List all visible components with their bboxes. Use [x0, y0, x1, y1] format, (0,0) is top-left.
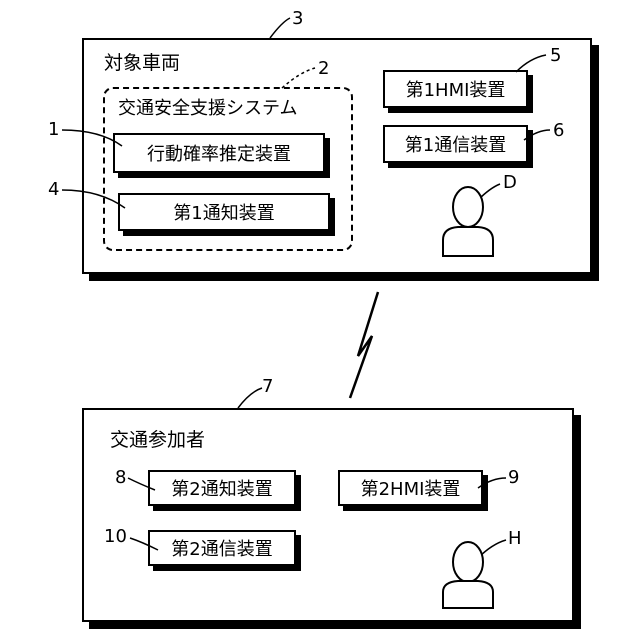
ref-7: 7	[262, 376, 273, 397]
driver-person-icon	[443, 187, 493, 256]
leader-line-9	[478, 478, 506, 488]
leader-line-8	[128, 478, 155, 490]
ref-9: 9	[508, 467, 519, 488]
ref-6: 6	[553, 120, 564, 141]
wireless-link-icon	[350, 292, 378, 398]
ref-5: 5	[550, 45, 561, 66]
leader-line-10	[130, 538, 158, 550]
ref-3: 3	[292, 8, 303, 29]
ref-10: 10	[104, 526, 127, 547]
leader-line-2	[282, 68, 315, 88]
leader-line-1	[62, 130, 122, 146]
participant-label: H	[508, 528, 522, 549]
driver-label: D	[503, 172, 517, 193]
ref-1: 1	[48, 119, 59, 140]
leader-line-5	[516, 55, 546, 72]
ref-8: 8	[115, 467, 126, 488]
ref-2: 2	[318, 58, 329, 79]
leader-line-4	[62, 190, 125, 208]
leader-line-6	[524, 130, 550, 140]
leader-line-7	[238, 388, 262, 408]
leader-line-3	[270, 18, 290, 38]
ref-4: 4	[48, 179, 59, 200]
